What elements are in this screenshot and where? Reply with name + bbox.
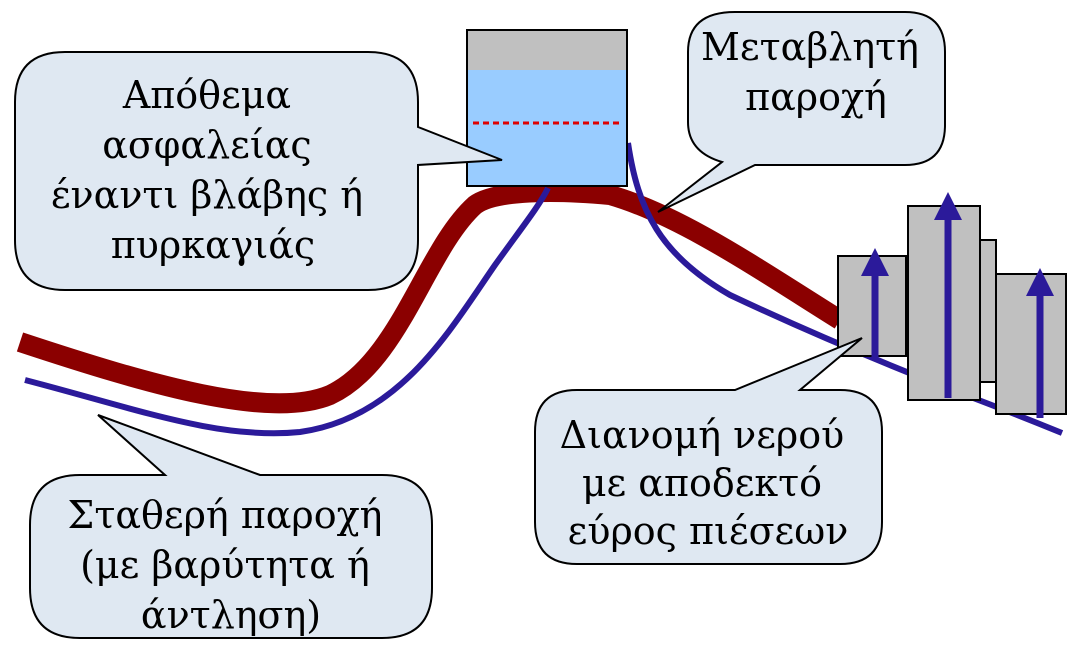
- callout-safety-reserve: Απόθεμα ασφαλείας έναντι βλάβης ή πυρκαγ…: [14, 51, 503, 291]
- callout-safety-reserve-line-4: πυρκαγιάς: [111, 223, 315, 267]
- building-3: [907, 205, 981, 401]
- svg-text:Σταθερή παροχή (με βαρύτ: Σταθερή παροχή (με βαρύτητα ή άντληση): [67, 493, 394, 637]
- water-tank-icon: [466, 29, 628, 187]
- callout-safety-reserve-line-3: έναντι βλάβης ή: [51, 173, 363, 217]
- callout-safety-reserve-line-2: ασφαλείας: [102, 123, 311, 167]
- callout-distribution-line-2: με αποδεκτό: [582, 461, 822, 505]
- callout-constant-supply: Σταθερή παροχή (με βαρύτητα ή άντληση): [29, 414, 433, 639]
- hydraulic-grade-line: [16, 182, 846, 414]
- svg-text:Απόθεμα ασφαλείας: Απόθεμα ασφαλείας έναντι βλάβης ή πυρκαγ…: [51, 73, 375, 267]
- callout-distribution: Διανομή νερού με αποδεκτό εύρος πιέσεων: [534, 337, 883, 565]
- callout-constant-supply-line-3: άντληση): [141, 593, 321, 637]
- callout-safety-reserve-line-1: Απόθεμα: [122, 73, 291, 117]
- callout-variable-supply-line-2: παροχή: [745, 75, 887, 119]
- callout-constant-supply-line-1: Σταθερή παροχή: [67, 493, 382, 537]
- svg-text:Μεταβλητή παροχή: Μεταβλητή παροχή: [701, 25, 931, 119]
- building-4: [995, 273, 1067, 415]
- callout-distribution-line-3: εύρος πιέσεων: [568, 509, 849, 553]
- supply-line-inlet: [24, 186, 551, 437]
- callout-variable-supply: Μεταβλητή παροχή: [657, 11, 946, 213]
- building-2: [979, 239, 997, 383]
- callout-variable-supply-line-1: Μεταβλητή: [701, 25, 919, 69]
- up-arrow-icon: [861, 192, 1054, 418]
- callout-distribution-line-1: Διανομή νερού: [560, 413, 845, 457]
- svg-text:Διανομή νερού με αποδεκτ: Διανομή νερού με αποδεκτό εύρος πιέσεων: [560, 413, 857, 553]
- callout-constant-supply-line-2: (με βαρύτητα ή: [80, 543, 370, 587]
